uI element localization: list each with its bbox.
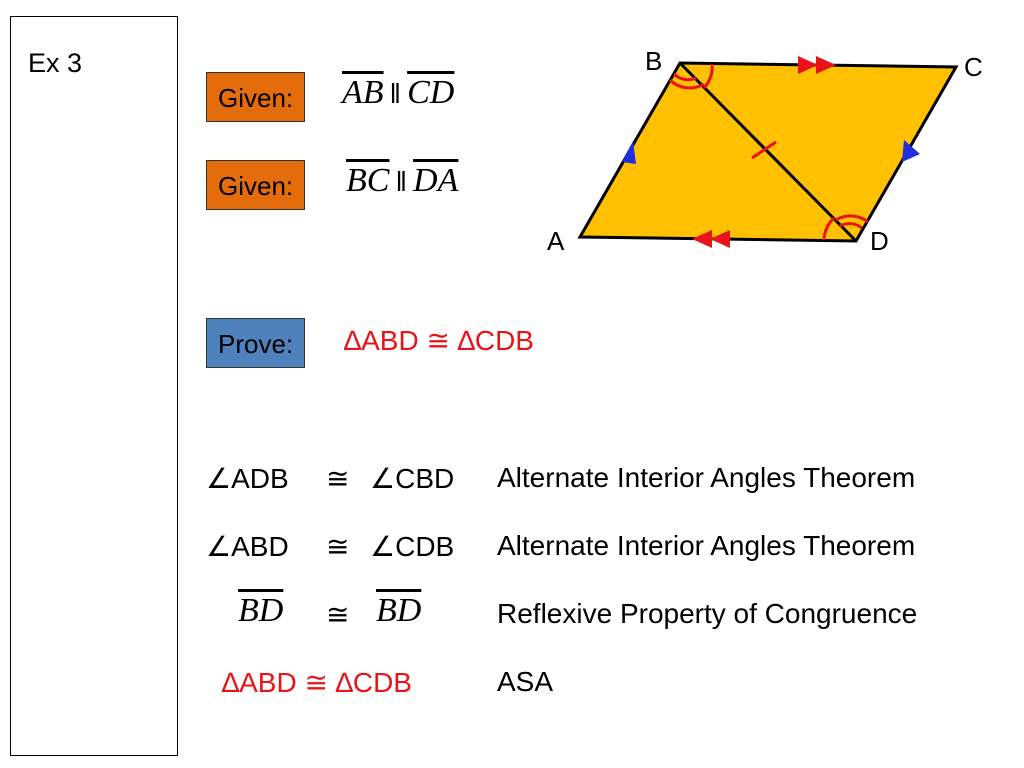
parallel-symbol: ‖ [395, 166, 408, 197]
segment-ab: AB [342, 74, 384, 111]
proof-row-1-reason: Alternate Interior Angles Theorem [497, 462, 916, 493]
arrow-cd [902, 140, 920, 162]
proof-row-3-right: BD [376, 592, 422, 629]
arrow-da-1 [692, 230, 712, 248]
proof-row-2-right: ∠CDB [370, 531, 455, 562]
given-label-1: Given: [206, 72, 306, 122]
arrow-bc-1 [798, 56, 818, 74]
segment-cd: CD [407, 74, 455, 111]
proof-row-2-reason: Alternate Interior Angles Theorem [497, 530, 916, 561]
arrow-ab [622, 141, 636, 164]
tick-mark-bd [751, 140, 777, 160]
angle-arc-b-cbd [702, 63, 714, 90]
prove-label: Prove: [206, 318, 306, 368]
proof-row-1-left: ∠ADB [206, 463, 289, 494]
vertex-label-a: A [547, 226, 565, 256]
segment-bc: BC [346, 162, 390, 199]
parallelogram-outline [577, 61, 959, 243]
angle-arc-d-adb [822, 216, 836, 241]
proof-row-3-reason: Reflexive Property of Congruence [497, 598, 918, 629]
proof-row-1-right: ∠CBD [370, 463, 455, 494]
proof-row-4-statement: ∆ABD ≅ ∆CDB [222, 667, 412, 698]
proof-row-4: ∆ABD ≅ ∆CDB ASA [0, 666, 1024, 706]
proof-row-3-left: BD [238, 592, 284, 629]
proof-row-4-reason: ASA [497, 666, 554, 697]
proof-row-3: BD ≅ BD Reflexive Property of Congruence [0, 592, 1024, 636]
proof-row-2: ∠ABD ≅ ∠CDB Alternate Interior Angles Th… [0, 530, 1024, 570]
angle-arc-d-cdb-outer [835, 214, 869, 224]
example-label: Ex 3 [28, 48, 83, 78]
example-sidebar [10, 16, 178, 756]
proof-row-2-cong: ≅ [326, 531, 350, 562]
vertex-label-d: D [870, 226, 889, 256]
proof-row-1-cong: ≅ [326, 463, 350, 494]
arrow-bc-2 [816, 56, 836, 74]
parallel-symbol: ‖ [389, 78, 402, 109]
given-statement-2: BC‖DA [346, 162, 458, 200]
segment-da: DA [413, 162, 459, 199]
arrow-da-2 [710, 230, 730, 248]
given-statement-1: AB‖CD [342, 74, 454, 112]
proof-row-2-left: ∠ABD [206, 531, 289, 562]
vertex-label-c: C [964, 52, 983, 82]
angle-arc-b-abd-outer [668, 78, 705, 90]
angle-arc-d-cdb-inner [839, 222, 863, 230]
parallelogram-diagram: A B C D [547, 46, 983, 256]
given-label-2: Given: [206, 160, 306, 210]
angle-arc-b-abd-inner [672, 72, 697, 82]
proof-row-3-cong: ≅ [326, 599, 350, 630]
proof-row-1: ∠ADB ≅ ∠CBD Alternate Interior Angles Th… [0, 462, 1024, 502]
vertex-label-b: B [645, 46, 662, 76]
prove-statement: ∆ABD ≅ ∆CDB [344, 325, 534, 356]
diagonal-bd [678, 61, 858, 243]
